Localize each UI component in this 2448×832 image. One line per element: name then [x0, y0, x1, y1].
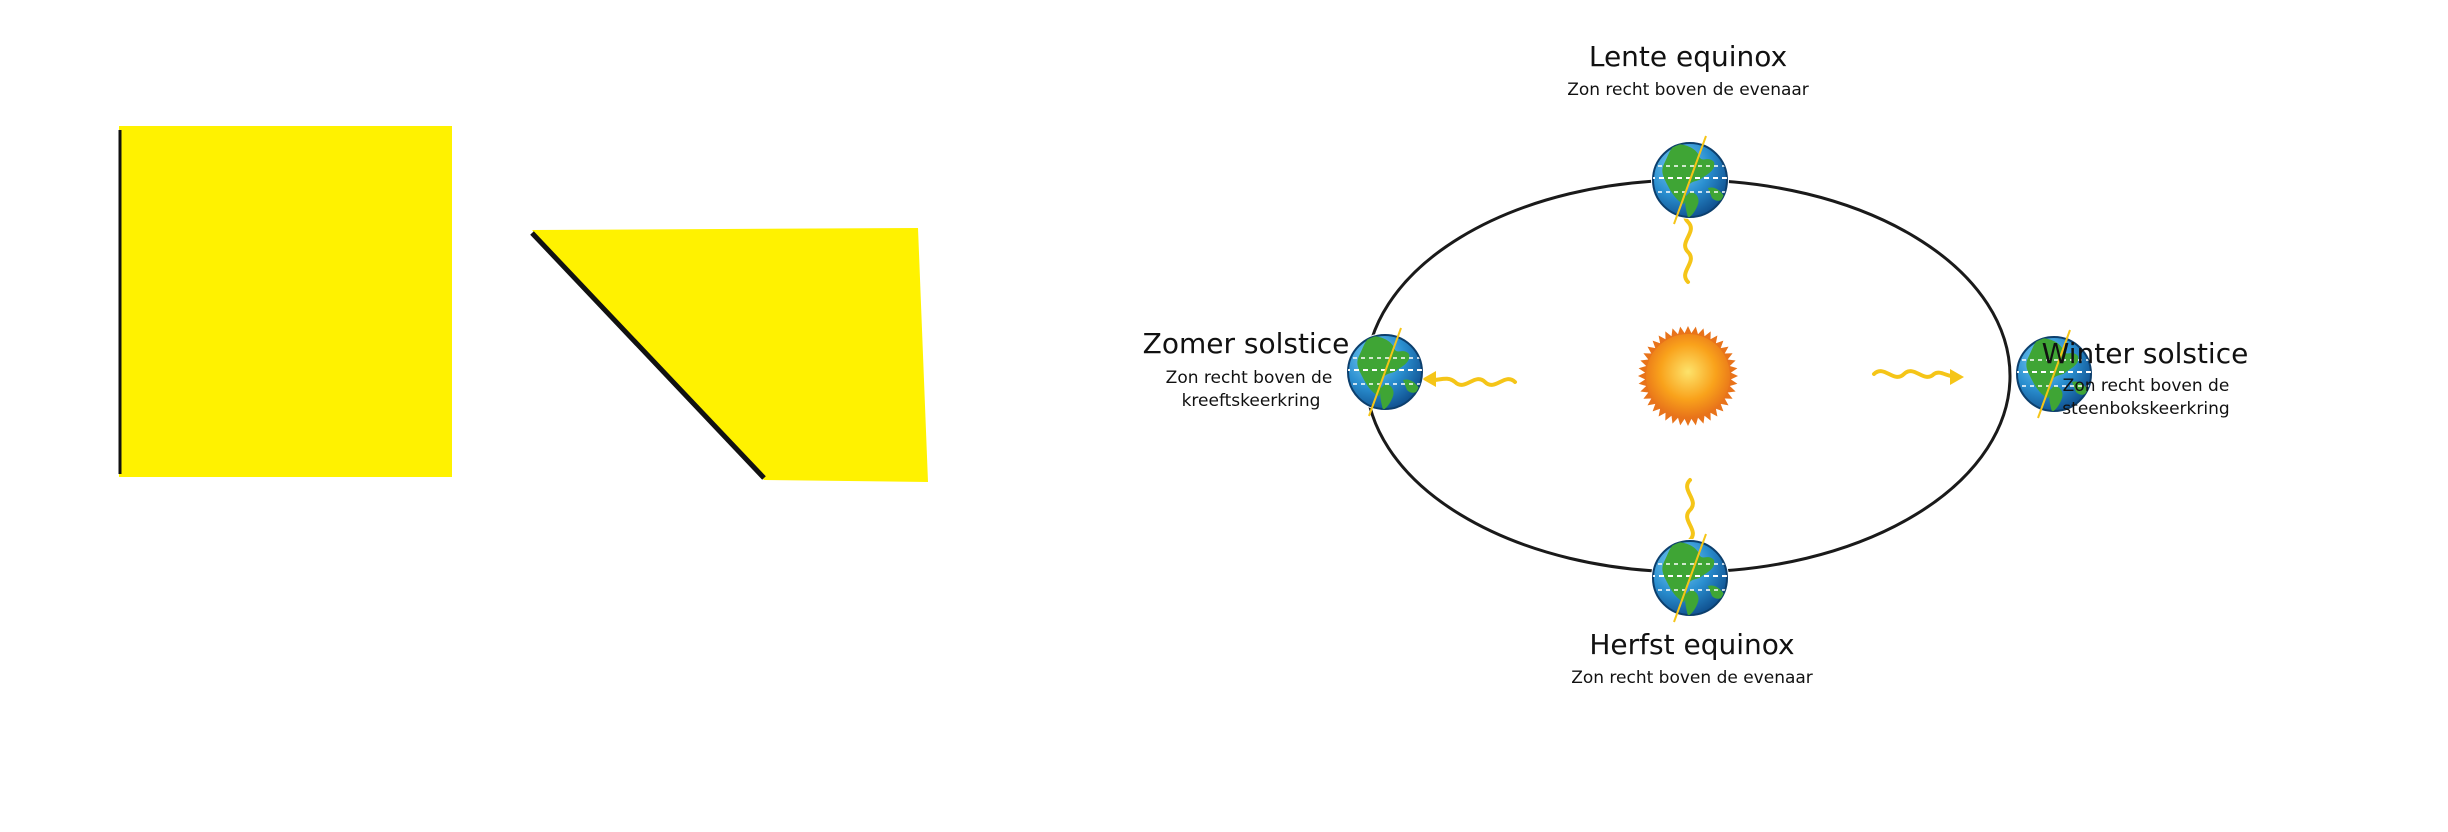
sun-ray-to-autumn: [1685, 478, 1695, 542]
winter-subtitle-line2: steenbokskeerkring: [2062, 399, 2229, 419]
sun-icon: [1638, 326, 1738, 426]
summer-subtitle-line2: kreeftskeerkring: [1182, 391, 1321, 411]
yellow-trapezoid: [530, 228, 928, 482]
summer-subtitle-line1: Zon recht boven de: [1166, 368, 1333, 388]
earth-icon-spring: [1650, 136, 1730, 224]
spring-title: Lente equinox: [1589, 40, 1787, 73]
square-fill: [119, 126, 452, 477]
winter-title: Winter solstice: [2042, 337, 2249, 370]
earth-icon-summer: [1345, 328, 1425, 416]
autumn-title: Herfst equinox: [1589, 628, 1794, 661]
spring-subtitle: Zon recht boven de evenaar: [1567, 80, 1809, 100]
earth-icon-autumn: [1650, 534, 1730, 622]
trapezoid-diagonal-edge: [530, 231, 766, 480]
autumn-subtitle: Zon recht boven de evenaar: [1571, 668, 1813, 688]
trapezoid-fill: [532, 228, 928, 482]
sun-ray-to-summer: [1422, 371, 1517, 387]
sun-ray-to-winter: [1872, 369, 1964, 385]
yellow-square: [118, 126, 452, 477]
summer-title: Zomer solstice: [1143, 327, 1350, 360]
winter-subtitle-line1: Zon recht boven de: [2063, 376, 2230, 396]
